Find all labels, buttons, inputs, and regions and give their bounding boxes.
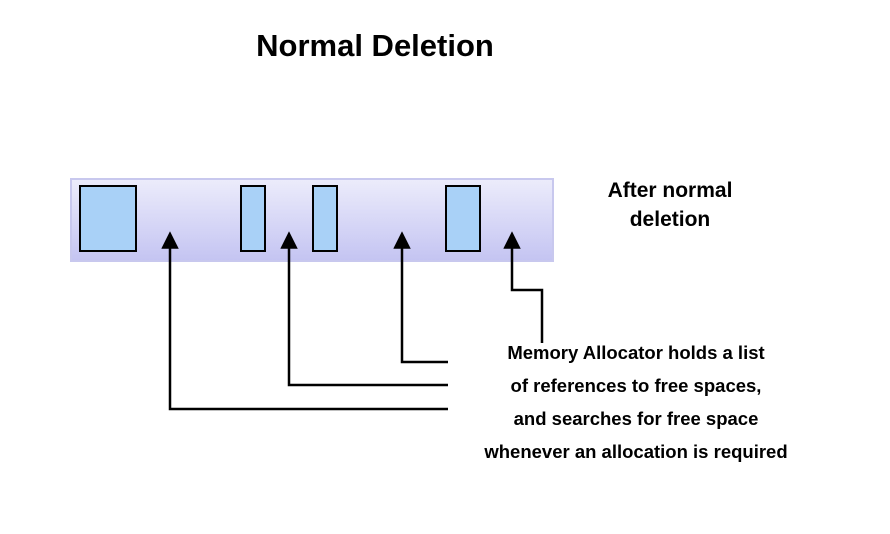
state-label-line: After normal <box>607 179 733 202</box>
allocated-block <box>445 185 481 252</box>
caption-line: of references to free spaces, <box>510 375 762 396</box>
allocated-block <box>240 185 266 252</box>
caption-line: Memory Allocator holds a list <box>507 342 765 363</box>
free-space-pointer-1 <box>161 231 448 411</box>
allocated-block <box>312 185 338 252</box>
state-label-line: deletion <box>629 208 711 231</box>
free-space-pointer-2 <box>280 231 448 387</box>
free-space-pointer-4 <box>503 231 544 343</box>
allocated-block <box>79 185 137 252</box>
caption-line: and searches for free space <box>513 408 759 429</box>
state-label: After normal deletion <box>585 176 755 234</box>
diagram-title: Normal Deletion <box>256 28 494 63</box>
free-space-pointer-3 <box>393 231 448 364</box>
caption-line: whenever an allocation is required <box>484 441 788 462</box>
allocator-caption: Memory Allocator holds a list of referen… <box>455 336 817 468</box>
